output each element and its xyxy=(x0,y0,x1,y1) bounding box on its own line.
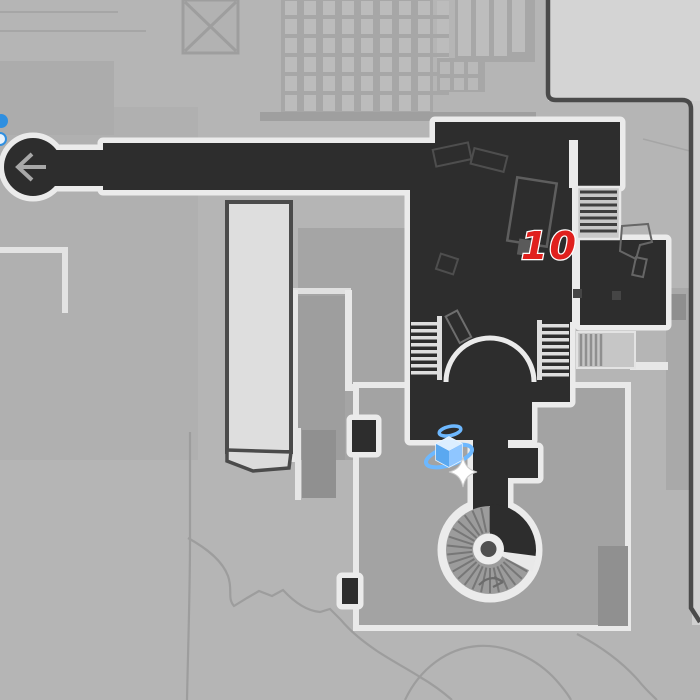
edge-map-pin-icon xyxy=(0,114,8,146)
spiral-staircase-icon xyxy=(446,504,536,594)
small-stair-room xyxy=(576,331,636,369)
map-boundary-line xyxy=(545,0,700,624)
door-gap xyxy=(569,140,578,188)
curved-wall xyxy=(443,335,537,383)
furniture-outlines xyxy=(431,141,654,345)
player-position-marker[interactable] xyxy=(423,424,478,488)
player-cube-icon xyxy=(435,436,463,468)
grid-roof-structure xyxy=(260,0,536,121)
stair-direction-arrow-icon xyxy=(478,576,504,588)
player-cursor-diamond-icon xyxy=(448,456,478,488)
left-staircase-icon xyxy=(411,316,442,380)
right-staircase-icon xyxy=(537,320,569,380)
terrain-contour-lines xyxy=(185,432,658,700)
x-box-structure xyxy=(181,0,240,55)
west-exit-marker[interactable] xyxy=(15,152,46,182)
white-room xyxy=(225,200,293,473)
side-staircase-icon xyxy=(575,185,622,241)
room-number-label: 10 xyxy=(521,224,578,268)
